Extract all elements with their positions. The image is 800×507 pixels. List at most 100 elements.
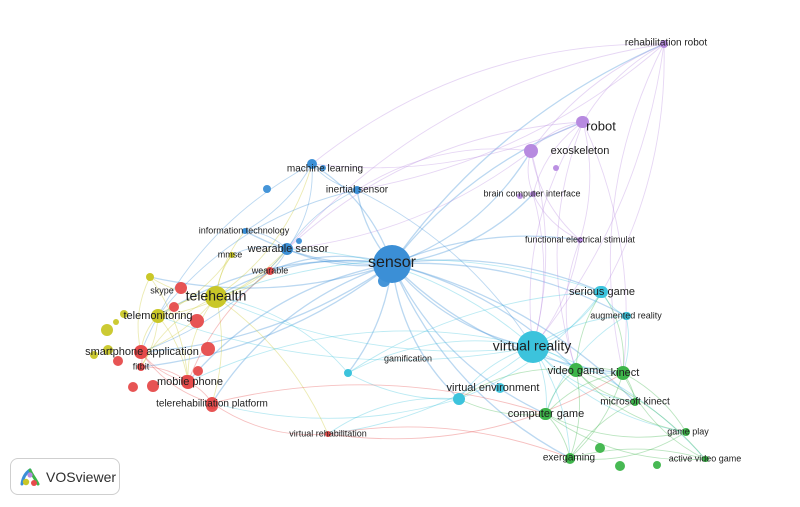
node-telemonitoring[interactable] — [151, 309, 165, 323]
node-unlabeled-12[interactable] — [175, 282, 187, 294]
node-unlabeled-1[interactable] — [517, 193, 523, 199]
node-skype[interactable] — [146, 273, 154, 281]
node-fitbit[interactable] — [137, 363, 145, 371]
node-augmented-reality[interactable] — [622, 312, 630, 320]
node-unlabeled-19[interactable] — [193, 366, 203, 376]
node-inertial-sensor[interactable] — [353, 186, 361, 194]
node-unlabeled-8[interactable] — [103, 345, 113, 355]
node-microsoft-kinect[interactable] — [631, 398, 639, 406]
node-unlabeled-15[interactable] — [169, 302, 179, 312]
node-unlabeled-6[interactable] — [296, 238, 302, 244]
node-label-mobile-phone[interactable]: mobile phone — [157, 376, 223, 388]
link-robot-brain-computer-interface — [532, 121, 584, 195]
node-unlabeled-14[interactable] — [201, 342, 215, 356]
link-telemonitoring-fitbit — [140, 315, 159, 368]
node-label-smartphone-application[interactable]: smartphone application — [85, 346, 199, 358]
labels-layer: rehabilitation robot robot exoskeleton brai… — [85, 38, 741, 464]
node-unlabeled-2[interactable] — [553, 165, 559, 171]
node-label-information-technology[interactable]: information technology — [199, 225, 290, 235]
link-rehabilitation-robot-kinect — [609, 43, 665, 374]
node-label-video-game[interactable]: video game — [548, 365, 605, 377]
node-label-exergaming[interactable]: exergaming — [543, 453, 595, 464]
node-kinect[interactable] — [616, 366, 630, 380]
node-wearable[interactable] — [266, 267, 274, 275]
node-exoskeleton[interactable] — [524, 144, 538, 158]
node-label-computer-game[interactable]: computer game — [508, 408, 584, 420]
node-unlabeled-11[interactable] — [113, 319, 119, 325]
node-label-machine-learning[interactable]: machine learning — [287, 164, 363, 175]
node-label-virtual-reality[interactable]: virtual reality — [493, 338, 572, 354]
node-virtual-rehabilitation[interactable] — [325, 431, 331, 437]
node-label-telehealth[interactable]: telehealth — [186, 288, 247, 304]
node-unlabeled-18[interactable] — [147, 380, 159, 392]
node-unlabeled-7[interactable] — [101, 324, 113, 336]
node-label-kinect[interactable]: kinect — [611, 367, 640, 379]
link-kinect-active-video-game — [622, 372, 706, 460]
node-unlabeled-26[interactable] — [595, 443, 605, 453]
node-label-sensor[interactable]: sensor — [368, 254, 417, 271]
node-unlabeled-22[interactable] — [495, 383, 505, 393]
node-serious-game[interactable] — [596, 286, 608, 298]
node-unlabeled-16[interactable] — [113, 356, 123, 366]
node-label-exoskeleton[interactable]: exoskeleton — [551, 145, 610, 157]
node-label-telerehabilitation-platform[interactable]: telerehabilitation platform — [156, 399, 268, 410]
node-virtual-environment[interactable] — [453, 393, 465, 405]
node-video-game[interactable] — [569, 363, 583, 377]
node-unlabeled-25[interactable] — [615, 461, 625, 471]
node-telehealth[interactable] — [205, 286, 227, 308]
node-brain-computer-interface[interactable] — [530, 191, 536, 197]
node-exergaming[interactable] — [565, 453, 575, 463]
node-label-fitbit[interactable]: fitbit — [133, 361, 150, 371]
node-label-inertial-sensor[interactable]: inertial sensor — [326, 185, 389, 196]
node-active-video-game[interactable] — [702, 456, 708, 462]
link-skype-smartphone-application — [137, 276, 151, 353]
node-label-virtual-rehabilitation[interactable]: virtual rehabilitation — [289, 428, 367, 438]
node-label-functional-electrical-stimulat[interactable]: functional electrical stimulat — [525, 234, 636, 244]
link-virtual-environment-telerehabilitation-platform — [211, 398, 460, 419]
node-gamification[interactable] — [344, 369, 352, 377]
node-label-mmse[interactable]: mmse — [218, 249, 243, 259]
node-machine-learning[interactable] — [307, 159, 317, 169]
node-label-wearable-sensor[interactable]: wearable sensor — [247, 243, 329, 255]
node-wearable-sensor[interactable] — [281, 243, 293, 255]
node-label-game-play[interactable]: game play — [667, 426, 709, 436]
node-label-wearable[interactable]: wearable — [251, 265, 289, 275]
node-unlabeled-3[interactable] — [263, 185, 271, 193]
node-functional-electrical-stimulat[interactable] — [577, 237, 583, 243]
link-augmented-reality-computer-game — [545, 315, 627, 415]
node-game-play[interactable] — [682, 428, 690, 436]
node-mmse[interactable] — [229, 252, 235, 258]
node-label-telemonitoring[interactable]: telemonitoring — [123, 310, 192, 322]
node-information-technology[interactable] — [242, 228, 248, 234]
link-smartphone-application-telerehabilitation-platform — [140, 351, 213, 404]
node-label-brain-computer-interface[interactable]: brain computer interface — [483, 188, 580, 198]
node-label-augmented-reality[interactable]: augmented reality — [590, 310, 662, 320]
node-label-microsoft-kinect[interactable]: microsoft kinect — [600, 397, 670, 408]
node-smartphone-application[interactable] — [134, 345, 148, 359]
node-robot[interactable] — [577, 116, 589, 128]
node-label-skype[interactable]: skype — [150, 285, 174, 295]
node-unlabeled-4[interactable] — [320, 165, 326, 171]
node-label-robot[interactable]: robot — [586, 118, 616, 133]
node-virtual-reality[interactable] — [517, 331, 549, 363]
node-unlabeled-13[interactable] — [190, 314, 204, 328]
node-label-gamification[interactable]: gamification — [384, 353, 432, 363]
node-label-active-video-game[interactable]: active video game — [669, 453, 742, 463]
node-mobile-phone[interactable] — [181, 375, 195, 389]
node-computer-game[interactable] — [540, 408, 552, 420]
node-label-rehabilitation-robot[interactable]: rehabilitation robot — [625, 38, 707, 49]
node-telerehabilitation-platform[interactable] — [206, 397, 218, 409]
node-unlabeled-10[interactable] — [120, 310, 128, 318]
node-unlabeled-9[interactable] — [90, 351, 98, 359]
node-rehabilitation-robot[interactable] — [660, 40, 668, 48]
node-unlabeled-27[interactable] — [653, 461, 661, 469]
link-exergaming-active-video-game — [569, 448, 706, 460]
node-label-serious-game[interactable]: serious game — [569, 286, 635, 298]
node-unlabeled-17[interactable] — [128, 382, 138, 392]
node-label-virtual-environment[interactable]: virtual environment — [447, 382, 540, 394]
link-virtual-reality-virtual-rehabilitation — [327, 346, 534, 435]
node-sensor[interactable] — [373, 245, 411, 283]
link-inertial-sensor-virtual-reality — [356, 189, 534, 348]
